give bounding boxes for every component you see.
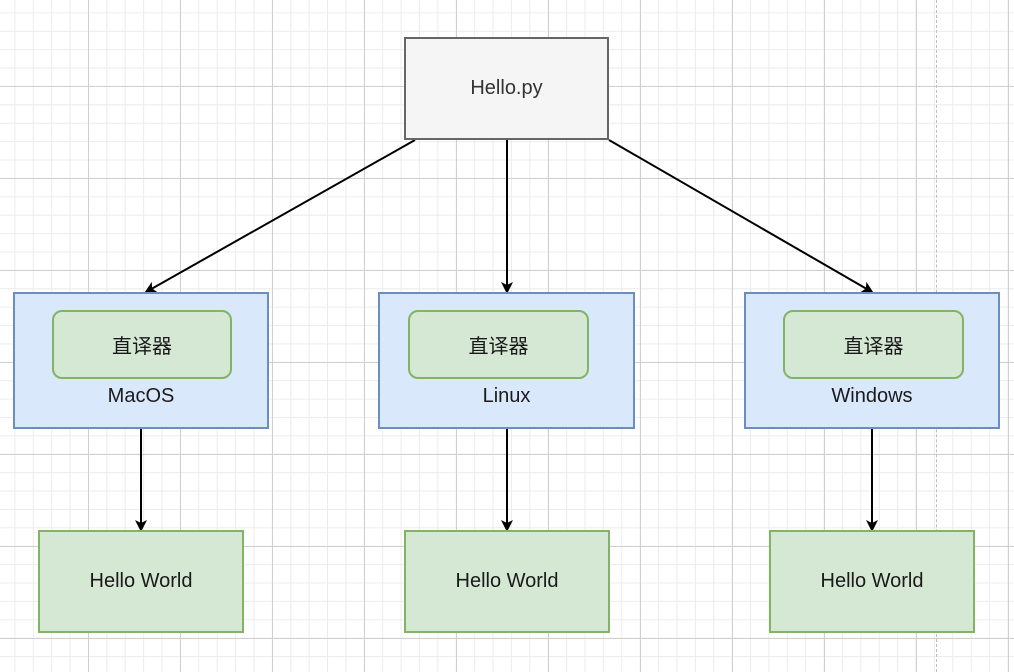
output-node-linux[interactable]: Hello World [404,530,610,633]
platform-node-linux[interactable]: 直译器 Linux [378,292,635,429]
platform-node-macos[interactable]: 直译器 MacOS [13,292,269,429]
output-node-windows[interactable]: Hello World [769,530,975,633]
interpreter-node-macos[interactable]: 直译器 [52,310,232,379]
interpreter-node-windows[interactable]: 直译器 [783,310,964,379]
platform-label-macos: MacOS [107,385,175,407]
platform-label-windows: Windows [831,385,913,407]
edge-source-to-windows[interactable] [608,139,874,294]
interpreter-label: 直译器 [112,334,172,358]
edge-source-to-macos[interactable] [144,139,416,293]
interpreter-label: 直译器 [843,334,904,358]
interpreter-node-linux[interactable]: 直译器 [408,310,589,379]
output-label: Hello World [455,570,559,592]
output-label: Hello World [820,570,924,592]
output-label: Hello World [89,570,193,592]
source-file-node[interactable]: Hello.py [404,37,609,140]
platform-node-windows[interactable]: 直译器 Windows [744,292,1000,429]
source-file-label: Hello.py [470,77,543,99]
platform-label-linux: Linux [482,385,531,407]
output-node-macos[interactable]: Hello World [38,530,244,633]
interpreter-label: 直译器 [468,334,529,358]
